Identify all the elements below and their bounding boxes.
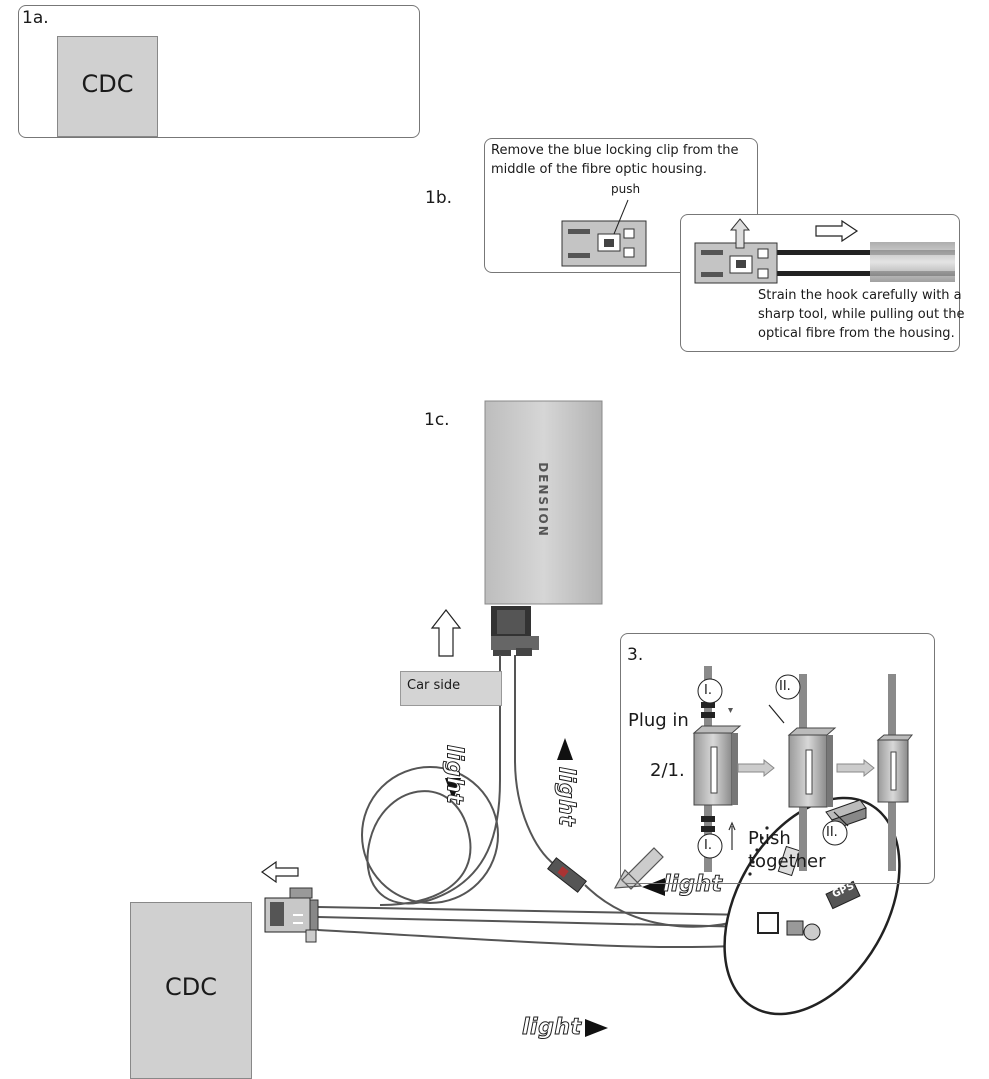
panel3-up-arrow [728,821,736,850]
step-label-1b: 1b. [425,188,453,208]
device-connector [491,606,539,656]
push-label-1b: push [611,182,641,196]
step-label-3: 3. [627,645,644,665]
dension-device [484,400,603,605]
panel-1b2-note-line1: Strain the hook carefully with a [758,288,962,303]
light-arrow-right [585,1019,608,1037]
light-arrow-left [642,878,665,896]
roman-1-bottom: I. [704,838,712,853]
panel3-step1 [692,666,742,872]
light-label-down: light [441,744,467,805]
together-label: together [748,851,826,872]
panel3-arrow-1 [737,758,775,778]
panel-1b-note-line2: middle of the fibre optic housing. [491,162,707,177]
panel-1b-note-line1: Remove the blue locking clip from the [491,143,739,158]
step-2-1-label: 2/1. [650,760,685,781]
cdc-box-top: CDC [57,36,158,137]
panel3-step2 [768,674,849,871]
light-label-right: light [522,1015,582,1041]
plug-in-label: Plug in [628,710,689,731]
cdc-connector-bottom [264,887,319,943]
push-label-3: Push [748,828,791,849]
light-arrow-down [445,778,461,800]
panel3-arrow-2 [836,758,875,778]
light-label-up: light [553,766,579,827]
arrow-left-cdc [260,860,299,884]
step-label-1c: 1c. [424,410,450,430]
devices-ellipse [723,796,901,1016]
roman-2-top: II. [779,679,791,694]
panel3-step3 [876,674,914,871]
panel-1b2-note-line3: optical fibre from the housing. [758,326,955,341]
arrow-up-car-side [430,609,462,657]
panel-3 [620,633,935,884]
fiber-cables [317,655,753,949]
device-brand-label: DENSION [536,462,550,538]
car-side-box [400,671,502,706]
cdc-box-bottom: CDC [130,902,252,1079]
panel-1b2-note-line2: sharp tool, while pulling out the [758,307,965,322]
step-label-1a: 1a. [22,8,49,28]
cdc-label-top: CDC [81,70,134,98]
car-side-label: Car side [407,678,461,693]
cdc-label-bottom: CDC [165,973,217,1001]
light-arrow-up [557,738,573,760]
roman-2-bottom: II. [826,825,838,840]
roman-1-top: I. [704,683,712,698]
light-label-left: light [663,872,723,898]
inline-fiber-connector [547,857,587,893]
